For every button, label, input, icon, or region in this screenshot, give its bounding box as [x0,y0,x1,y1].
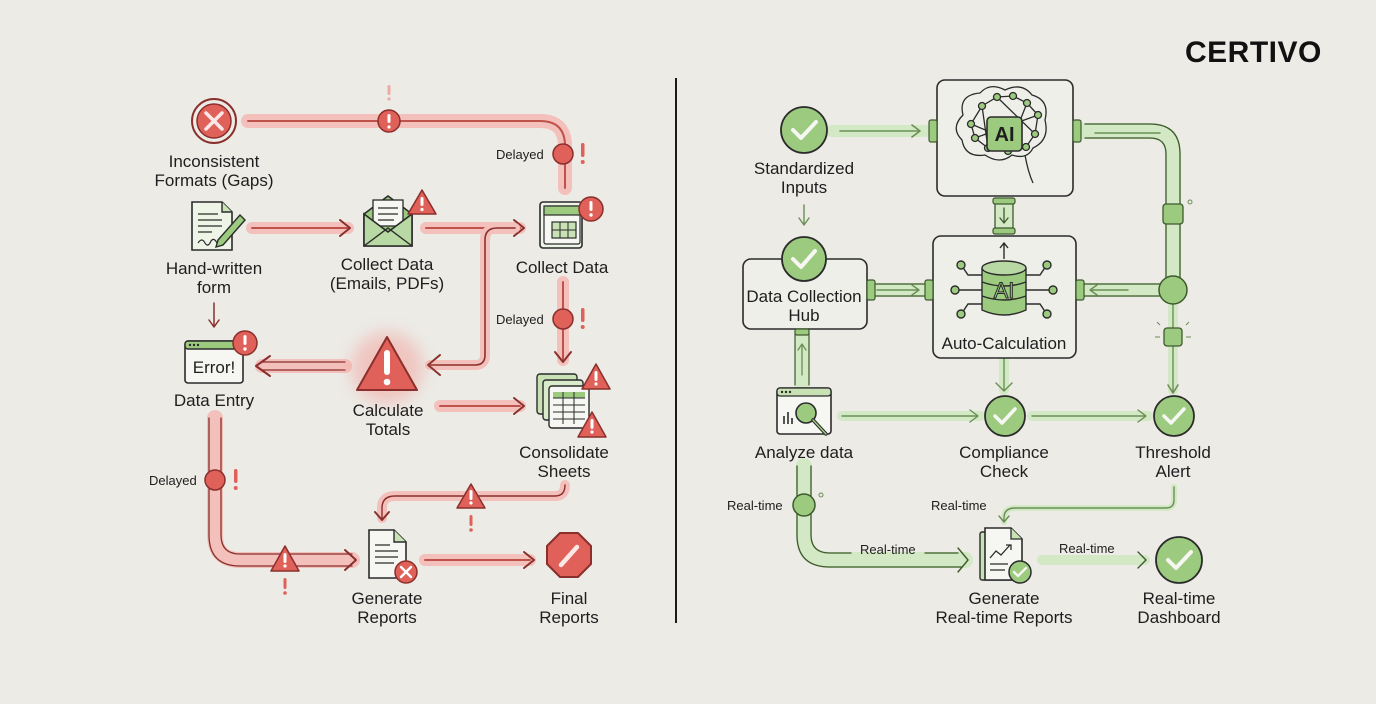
warning-triangle-icon [351,332,423,404]
node-label-dashboard: Real-time Dashboard [1137,589,1220,627]
node-label-collect-emails: Collect Data (Emails, PDFs) [330,255,444,293]
data-collection-hub-box [742,236,876,336]
error-window-icon: Error! [184,330,258,384]
label-line: Real-time Reports [935,608,1073,627]
ai-badge-text: AI [994,278,1015,303]
node-label-generate-reports: Generate Reports [352,589,423,627]
node-label-analyze: Analyze data [755,443,853,462]
delay-marker-2 [552,308,585,330]
arrow-inputs-to-hub [798,204,810,226]
check-circle-icon [1153,395,1195,437]
ai-database-icon [950,241,1058,319]
node-label-threshold: Threshold Alert [1135,443,1211,481]
check-circle-icon [781,236,827,282]
label-line: Auto-Calculation [941,334,1067,353]
panel-divider [675,78,677,623]
realtime-label: Real-time [1059,541,1115,556]
check-circle-icon [780,106,828,154]
realtime-label: Real-time [860,542,916,557]
handwritten-document-icon [191,201,246,251]
label-line: Final [550,589,588,608]
error-window-text: Error! [193,358,236,377]
label-line: Generate [351,589,423,608]
node-label-hub: Data Collection Hub [746,287,861,325]
node-label-rt-reports: Generate Real-time Reports [936,589,1073,627]
label-line: Generate [968,589,1040,608]
node-label-inconsistent: Inconsistent Formats (Gaps) [154,152,273,190]
envelope-warning-icon [363,189,437,247]
label-line: Reports [357,608,417,627]
report-chart-check-icon [979,527,1032,584]
brand-logo: CERTIVO [1185,36,1322,69]
label-line: Check [979,462,1029,481]
node-label-handwritten: Hand-written form [166,259,262,297]
label-line: Hub [788,306,820,325]
label-line: Standardized [753,159,855,178]
label-line: form [197,278,231,297]
warning-triangle-small-icon [456,483,486,532]
label-line: Consolidate [519,443,609,462]
pipe-valve-icon [1155,321,1191,347]
delay-marker-1 [552,143,585,165]
realtime-label: Real-time [931,498,987,513]
label-line: Collect Data [340,255,434,274]
delay-marker-3 [204,469,238,491]
node-label-compliance: Compliance Check [959,443,1049,481]
realtime-label: Real-time [727,498,783,513]
delay-label: Delayed [496,147,544,162]
pipe-analyze-to-reports [796,458,973,568]
label-line: Alert [1155,462,1191,481]
document-x-icon [368,529,418,584]
pipe-threshold-to-reports [1001,484,1177,525]
label-line: (Emails, PDFs) [329,274,445,293]
x-circle-icon [191,98,237,144]
label-line: Dashboard [1137,608,1221,627]
label-line: Calculate [352,401,424,420]
node-label-auto-calc: Auto-Calculation [942,334,1067,353]
pipe-ai-to-threshold [1077,123,1181,296]
node-label-standardized: Standardized Inputs [754,159,854,197]
stop-sign-icon [546,532,592,578]
label-line: Inputs [780,178,828,197]
label-line: Data Entry [173,391,255,410]
delay-label: Delayed [149,473,197,488]
delay-label: Delayed [496,312,544,327]
node-label-data-entry: Data Entry [174,391,254,410]
ai-badge-text: AI [995,124,1015,146]
warning-circle-icon [377,85,401,133]
label-line: Sheets [537,462,591,481]
label-line: Data Collection [746,287,862,306]
auto-calculation-box: AI [924,235,1085,359]
magnifier-chart-icon [776,387,832,436]
node-label-calculate-totals: Calculate Totals [353,401,424,439]
pipe-valve-icon [1162,199,1193,225]
check-circle-icon [1155,536,1203,584]
check-circle-icon [984,395,1026,437]
label-line: Formats (Gaps) [154,171,274,190]
label-line: Real-time [1142,589,1216,608]
label-line: Inconsistent [168,152,260,171]
label-line: Analyze data [754,443,854,462]
spreadsheet-warning-icon [539,196,604,249]
node-label-final-reports: Final Reports [539,589,599,627]
label-line: Totals [365,420,411,439]
pipe-loop-to-calculate [425,223,520,370]
label-line: Hand-written [165,259,263,278]
arrow-handwritten-to-entry [208,302,220,328]
label-line: Reports [539,608,599,627]
node-label-collect-data: Collect Data [516,258,609,277]
label-line: Compliance [959,443,1049,462]
pipe-junction-icon [1158,275,1188,305]
stacked-sheets-warning-icon [536,363,611,438]
warning-triangle-small-icon [270,545,300,595]
pipe-junction-icon [792,492,824,517]
ai-brain-icon [955,86,1047,184]
pipe-entry-to-generate [207,410,360,568]
label-line: Threshold [1135,443,1211,462]
ai-brain-box: AI [928,79,1082,197]
node-label-consolidate: Consolidate Sheets [519,443,609,481]
label-line: Collect Data [515,258,609,277]
